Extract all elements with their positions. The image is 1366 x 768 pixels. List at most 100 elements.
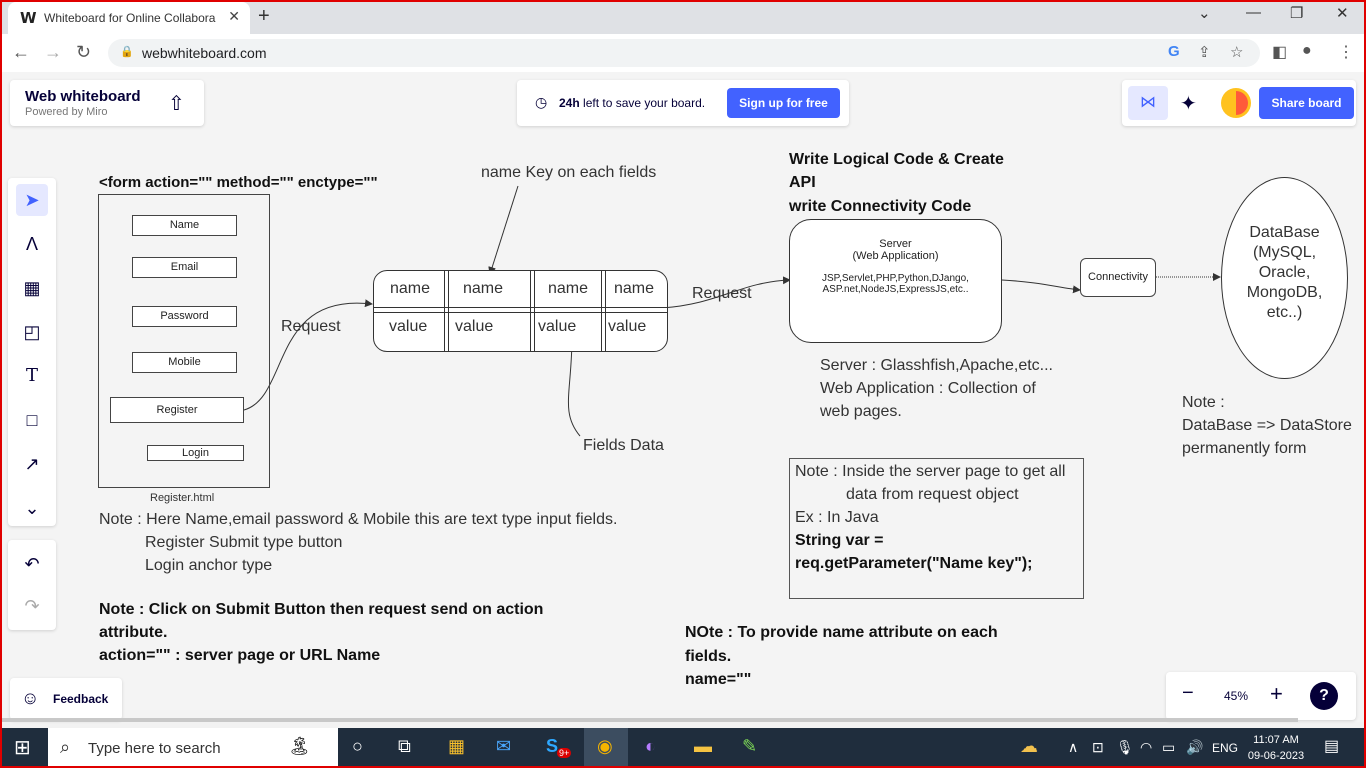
form-box[interactable] [98,194,270,488]
battery-icon[interactable]: ▭ [1162,739,1176,755]
skype-icon[interactable]: S [546,736,559,756]
show-hidden-icons[interactable]: ∧ [1068,739,1079,755]
close-tab-icon[interactable]: ✕ [228,8,240,24]
clock-date: 09-06-2023 [1247,750,1305,762]
forward-button[interactable]: → [44,42,62,62]
name-note-line1: NOte : To provide name attribute on each [685,624,998,641]
register-button[interactable]: Register [110,397,244,423]
app-name: Web whiteboard [25,88,141,105]
templates-icon[interactable]: ▦ [23,278,41,298]
menu-icon[interactable]: ⋮ [1338,44,1354,61]
browser-tab[interactable]: W Whiteboard for Online Collabora ✕ [8,2,250,34]
url-text: webwhiteboard.com [142,45,267,61]
device-icon[interactable]: ⊡ [1092,739,1104,755]
table-name-cell: name [614,280,655,297]
cortana-icon[interactable]: ○ [352,736,363,756]
password-field[interactable]: Password [132,306,237,327]
login-link[interactable]: Login [147,445,244,461]
notepad-icon[interactable]: ✎ [742,736,758,756]
wifi-icon[interactable]: ◠ [1140,739,1153,755]
select-tool-icon[interactable]: ➤ [16,184,48,216]
minimize-button[interactable]: — [1246,4,1261,21]
name-note-line2: fields. [685,648,732,665]
database-ellipse[interactable]: DataBase (MySQL, Oracle, MongoDB, etc..) [1221,177,1348,379]
search-highlight-icon: 🏝 [288,736,311,756]
volume-icon[interactable]: 🔊 [1186,739,1204,755]
google-icon[interactable]: G [1168,43,1180,60]
zoom-out-button[interactable]: − [1182,682,1194,704]
new-tab-button[interactable]: + [258,5,270,27]
close-window-button[interactable]: ✕ [1336,5,1349,22]
arrow-tool-icon[interactable]: ↗ [24,454,40,474]
mobile-field[interactable]: Mobile [132,352,237,373]
omnibox[interactable]: 🔒 webwhiteboard.com G ⇪ ☆ [108,39,1260,67]
microphone-icon[interactable]: 🎙 [1116,739,1134,755]
request-data-table: name name name name value value value va… [373,270,668,352]
fields-data-label: Fields Data [583,437,664,454]
tab-search-icon[interactable]: ⌄ [1198,5,1211,22]
db-line3: Oracle, [1258,264,1311,281]
sticky-note-icon[interactable]: ◰ [23,322,41,342]
db-note-line1: Note : [1182,394,1225,411]
server-tech-line1: JSP,Servlet,PHP,Python,DJango, [822,273,969,284]
file-explorer-icon[interactable]: ▬ [694,736,712,756]
connector-lines [243,185,1221,437]
celebrate-icon[interactable]: ✦ [1180,93,1197,115]
timer-icon[interactable] [1221,88,1251,118]
whiteboard-canvas[interactable]: Web whiteboard Powered by Miro ⇧ ◷ 24h l… [0,72,1366,722]
name-key-label: name Key on each fields [481,164,657,181]
server-box[interactable]: Server (Web Application) JSP,Servlet,PHP… [789,219,1002,343]
server-note-line1: Server : Glasshfish,Apache,etc... [820,357,1053,374]
bookmark-star-icon[interactable]: ☆ [1230,44,1244,61]
lock-icon: 🔒 [120,46,134,58]
text-tool-icon[interactable]: T [25,365,38,386]
reload-button[interactable]: ↻ [76,42,92,62]
store-icon[interactable]: ▦ [448,736,466,756]
task-view-icon[interactable]: ⧉ [398,736,411,756]
undo-icon[interactable]: ↶ [24,554,40,574]
name-field[interactable]: Name [132,215,237,236]
mail-icon[interactable]: ✉ [496,736,512,756]
restore-button[interactable]: ❐ [1290,5,1304,22]
cursor-filter-icon[interactable]: ⋈ [1128,86,1168,120]
zoom-in-button[interactable]: + [1270,681,1283,706]
db-line1: DataBase [1249,224,1320,241]
server-note-line2: Web Application : Collection of [820,380,1036,397]
taskbar-search-box[interactable]: ⌕ Type here to search 🏝 [48,728,338,768]
side-panel-icon[interactable]: ◧ [1272,44,1288,61]
language-indicator[interactable]: ENG [1212,741,1239,755]
fields-data-arrow [567,335,581,437]
java-note-box[interactable]: Note : Inside the server page to get all… [789,458,1084,599]
server-connectivity-arrow [1001,279,1081,294]
browser-tab-bar: W Whiteboard for Online Collabora ✕ + ⌄ … [0,0,1366,34]
pen-tool-icon[interactable]: Λ [25,234,39,254]
notifications-icon[interactable]: ▤ [1324,738,1340,755]
share-board-button[interactable]: Share board [1259,87,1354,119]
help-button[interactable]: ? [1310,682,1338,710]
server-tech-line2: ASP.net,NodeJS,ExpressJS,etc.. [822,284,969,295]
feedback-button[interactable]: ☺ Feedback [10,678,122,720]
eclipse-icon[interactable]: ◐ [645,736,656,756]
upload-icon[interactable]: ⇧ [168,93,185,115]
email-field[interactable]: Email [132,257,237,278]
connectivity-box[interactable]: Connectivity [1080,258,1156,297]
tool-panel: ➤ Λ ▦ ◰ T □ ↗ ⌄ [8,178,56,526]
more-tools-icon[interactable]: ⌄ [24,498,40,518]
chrome-taskbar-button[interactable]: ◉ [584,728,628,768]
profile-icon[interactable]: ● [1302,42,1312,59]
share-icon[interactable]: ⇪ [1198,44,1211,61]
shape-tool-icon[interactable]: □ [26,410,38,430]
sign-up-button[interactable]: Sign up for free [727,88,840,118]
skype-badge: 9+ [557,748,572,758]
note-register-type: Register Submit type button [145,534,343,551]
weather-icon[interactable]: ☁ [1020,736,1038,756]
back-button[interactable]: ← [12,42,30,62]
clock[interactable]: 11:07 AM 09-06-2023 [1244,732,1308,764]
windows-start-icon[interactable]: ⊞ [14,737,31,759]
save-message: left to save your board. [579,96,706,110]
windows-taskbar: ⊞ ⌕ Type here to search 🏝 ○ ⧉ ▦ ✉ S 9+ ◉… [0,728,1366,768]
redo-icon[interactable]: ↷ [24,596,40,616]
powered-by: Powered by Miro [25,106,108,118]
horizontal-scrollbar[interactable] [0,718,1298,722]
form-tag-label: <form action="" method="" enctype="" [99,174,378,191]
